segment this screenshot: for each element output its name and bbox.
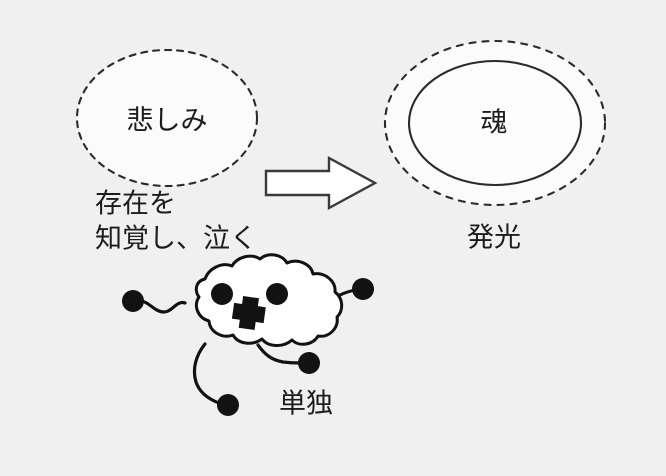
cloud-eye-right: [266, 283, 288, 305]
tendril-bottom-right-dot: [298, 352, 320, 374]
arrow-right-icon: [264, 155, 378, 211]
tendril-bottom-right: [256, 343, 302, 365]
sadness-blob-shape: [75, 48, 259, 188]
sadness-caption-line1: 存在を: [95, 189, 176, 220]
tendril-bottom-left-dot: [217, 394, 239, 416]
soul-label: 魂: [481, 108, 508, 139]
soul-caption-label: 発光: [467, 223, 521, 254]
sadness-blob-group: 悲しみ: [75, 48, 259, 188]
sadness-label: 悲しみ: [127, 106, 208, 137]
tendril-left-dot: [122, 290, 144, 312]
tendril-left: [140, 299, 187, 314]
cloud-creature-label: 単独: [279, 389, 333, 420]
tendril-bottom-left: [192, 342, 221, 405]
cloud-eye-left: [211, 283, 233, 305]
cloud-creature-group: [122, 253, 374, 416]
sadness-caption-line2: 知覚し、泣く: [95, 224, 257, 255]
soul-inner-shape: [407, 59, 583, 187]
tendril-right-dot: [352, 278, 374, 300]
sadness-caption-group: 存在を 知覚し、泣く: [95, 189, 257, 255]
transformation-arrow-group: [264, 155, 378, 211]
soul-group: 魂: [383, 39, 607, 207]
cloud-nose-cross-icon: [231, 296, 266, 330]
